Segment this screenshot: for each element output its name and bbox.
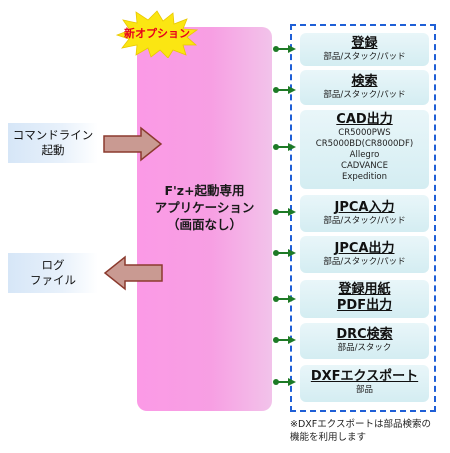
- application-name: F'z+起動専用: [164, 183, 245, 198]
- new-option-badge-text: 新オプション: [124, 27, 190, 40]
- footnote-line: ※DXFエクスポートは部品検索の: [290, 419, 431, 430]
- application-type: アプリケーション: [154, 200, 255, 215]
- log-file-label: ログ: [41, 258, 65, 272]
- function-sub: 部品: [355, 385, 373, 395]
- connector-arrow-icon: [273, 295, 296, 303]
- functions-frame: [290, 24, 436, 412]
- connector-arrow-icon: [273, 336, 296, 344]
- function-sub: 部品/スタック/パッド: [323, 52, 406, 62]
- starburst-badge-icon: [116, 10, 198, 58]
- command-line-label: コマンドライン: [12, 128, 94, 142]
- function-title: DXFエクスポート: [310, 369, 419, 384]
- function-title: 登録: [351, 36, 378, 51]
- function-title: CAD出力: [336, 112, 393, 127]
- function-title: DRC検索: [336, 327, 393, 342]
- footnote: ※DXFエクスポートは部品検索の 機能を利用します: [290, 418, 448, 444]
- connector-arrow-icon: [273, 378, 296, 386]
- function-box-jpca-input: JPCA入力 部品/スタック/パッド: [300, 195, 429, 232]
- connector-arrow-icon: [273, 249, 296, 257]
- log-file-box: ログ ファイル: [8, 253, 98, 293]
- function-box-cad-output: CAD出力 CR5000PWS CR5000BD(CR8000DF) Alleg…: [300, 110, 429, 189]
- function-title: JPCA入力: [334, 200, 395, 215]
- function-sub: CR5000BD(CR8000DF): [315, 139, 414, 149]
- command-line-box: コマンドライン 起動: [8, 123, 98, 163]
- input-arrow-icon: [103, 126, 163, 162]
- function-sub: 部品/スタック/パッド: [323, 257, 406, 267]
- function-box-form-pdf: 登録用紙 PDF出力: [300, 280, 429, 318]
- log-file-sub-label: ファイル: [30, 273, 76, 287]
- function-sub: CR5000PWS: [338, 128, 391, 138]
- connector-arrow-icon: [273, 208, 296, 216]
- function-box-jpca-output: JPCA出力 部品/スタック/パッド: [300, 236, 429, 273]
- function-box-dxf-export: DXFエクスポート 部品: [300, 365, 429, 402]
- application-label: F'z+起動専用 アプリケーション （画面なし）: [137, 182, 272, 233]
- application-block: [137, 27, 272, 411]
- connector-arrow-icon: [273, 45, 296, 53]
- function-title: JPCA出力: [334, 241, 395, 256]
- function-box-search: 検索 部品/スタック/パッド: [300, 70, 429, 105]
- function-sub: Expedition: [341, 172, 388, 182]
- connector-arrow-icon: [273, 143, 296, 151]
- function-title: 登録用紙: [338, 282, 391, 297]
- command-line-sub-label: 起動: [41, 143, 65, 157]
- connector-arrow-icon: [273, 86, 296, 94]
- function-sub: 部品/スタック/パッド: [323, 216, 406, 226]
- function-sub: 部品/スタック/パッド: [323, 90, 406, 100]
- output-arrow-icon: [103, 255, 163, 291]
- function-box-drc-search: DRC検索 部品/スタック: [300, 323, 429, 359]
- function-title-second-line: PDF出力: [336, 298, 393, 313]
- footnote-line: 機能を利用します: [290, 432, 367, 443]
- function-sub: 部品/スタック: [337, 343, 392, 353]
- function-sub: CADVANCE: [341, 161, 388, 171]
- function-box-register: 登録 部品/スタック/パッド: [300, 33, 429, 66]
- function-title: 検索: [351, 74, 378, 89]
- function-sub: Allegro: [349, 150, 380, 160]
- application-note: （画面なし）: [166, 217, 242, 232]
